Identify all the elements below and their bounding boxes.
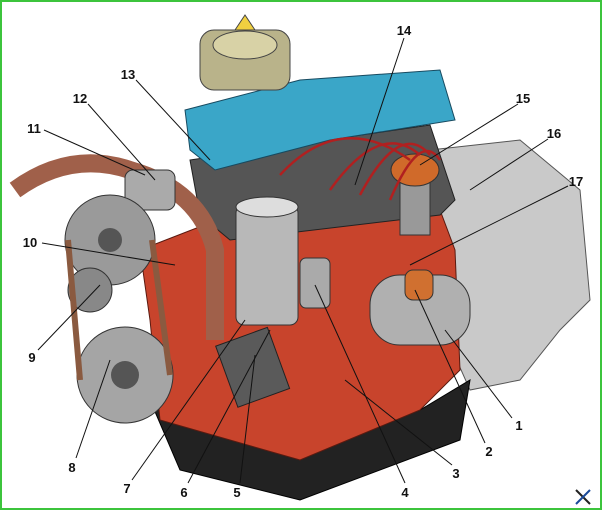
callout-5: 5	[233, 485, 240, 500]
spark-plug-wires	[279, 137, 442, 201]
callout-1: 1	[515, 418, 522, 433]
cover-plate	[215, 326, 291, 408]
callout-11: 11	[27, 121, 41, 136]
callout-2: 2	[485, 444, 492, 459]
callout-6: 6	[180, 485, 187, 500]
callout-4: 4	[401, 485, 409, 500]
oil-filter	[235, 196, 299, 326]
callout-8: 8	[68, 460, 75, 475]
starter	[369, 269, 471, 346]
callout-13: 13	[121, 67, 135, 82]
callout-15: 15	[516, 91, 530, 106]
carburetor	[199, 14, 291, 91]
callout-17: 17	[569, 174, 583, 189]
pulleys	[64, 194, 174, 424]
callout-12: 12	[73, 91, 87, 106]
leader-lines	[37, 37, 569, 484]
distributor	[390, 153, 440, 236]
water-pump	[124, 169, 176, 211]
valve-cover	[184, 69, 456, 171]
callout-9: 9	[28, 350, 35, 365]
callout-16: 16	[547, 126, 561, 141]
fuel-pump	[299, 257, 331, 309]
callout-10: 10	[23, 235, 37, 250]
callout-14: 14	[397, 23, 412, 38]
tools-icon	[575, 489, 591, 505]
callout-7: 7	[123, 481, 130, 496]
callout-3: 3	[452, 466, 459, 481]
